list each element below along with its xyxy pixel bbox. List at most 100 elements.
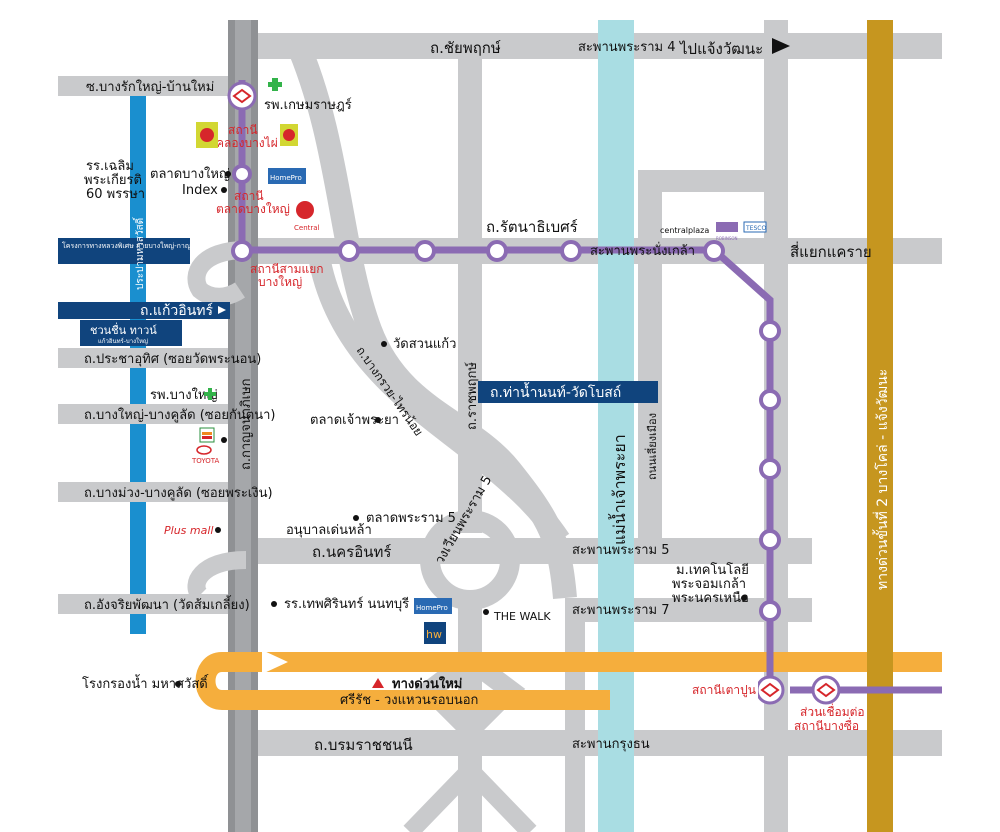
label-kmutnb1: ม.เทคโนโลยี — [676, 562, 749, 578]
banner-tha-nam — [478, 381, 658, 403]
label-station-talad2: ตลาดบางใหญ่ — [216, 202, 290, 216]
point-marker — [175, 681, 181, 687]
label-prachauthit: ถ.ประชาอุทิศ (ซอยวัดพระนอน) — [84, 352, 261, 367]
rama5-roundabout — [420, 510, 520, 610]
svg-text:HomePro: HomePro — [416, 604, 448, 612]
label-rama5-bridge: สะพานพระราม 5 — [572, 543, 669, 558]
point-marker — [215, 527, 221, 533]
label-station-samyaek2: บางใหญ่ — [258, 275, 302, 289]
label-station-khlong2: คลองบางไผ่ — [216, 136, 278, 150]
label-tha-nam: ถ.ท่าน้ำนนท์-วัดโบสถ์ — [490, 382, 621, 401]
label-bang-yai-hospital: รพ.บางใหญ่ — [150, 387, 218, 403]
expressway-new — [195, 652, 942, 710]
label-home-title: ชวนชื่น ทาวน์ — [90, 322, 157, 337]
label-new-expressway-sub: ศรีรัช - วงแหวนรอบนอก — [340, 692, 478, 708]
label-expressway2: ทางด่วนขั้นที่ 2 บางโคล่ - แจ้งวัฒนะ — [872, 369, 891, 590]
label-kmutnb3: พระนครเหนือ — [672, 590, 749, 606]
purple-line-stations — [231, 164, 781, 622]
label-station-taopoon: สถานีเตาปูน — [692, 683, 756, 698]
point-marker — [375, 417, 381, 423]
label-river: แม่น้ำเจ้าพระยา — [608, 434, 629, 545]
plus-mall-logo-icon: Plus mall — [164, 518, 213, 540]
toyota-logo-icon: TOYOTA — [191, 445, 220, 465]
label-bangyai-bangkulad: ถ.บางใหญ่-บางคูลัด (ซอยกันตนา) — [84, 407, 276, 423]
label-chalerm1: รร.เฉลิม — [86, 159, 134, 174]
label-chalerm3: 60 พรรษา — [86, 187, 145, 202]
label-talad-bang-yai: ตลาดบางใหญ่ — [150, 166, 230, 182]
label-krungthon: สะพานกรุงธน — [572, 737, 650, 752]
label-prachanivet: ถนนเลี่ยงเมือง — [644, 413, 659, 480]
label-thepsirin: รร.เทพศิรินทร์ นนทบุรี — [284, 596, 409, 612]
label-rattanathibet: ถ.รัตนาธิเบศร์ — [486, 218, 578, 236]
tesco-logo-icon: TESCO — [743, 221, 767, 233]
robinson-logo-icon: ROBINSON — [716, 222, 738, 241]
svg-text:TOYOTA: TOYOTA — [191, 457, 220, 465]
label-water-plant: โรงกรองน้ำ มหาสวัสดิ์ — [82, 674, 209, 692]
homepro-logo-icon: HomePro — [414, 598, 452, 614]
seven-eleven-icon — [199, 427, 215, 443]
mrt-icon — [755, 675, 785, 705]
label-home-sub: แก้วอินทร์-บางใหญ่ — [98, 337, 148, 345]
big-c-logo-icon — [196, 122, 298, 148]
label-central-plaza: centralplaza — [660, 226, 709, 235]
label-kmutnb2: พระจอมเกล้า — [672, 577, 746, 592]
label-chalerm2: พระเกียรติ — [84, 172, 142, 188]
point-marker — [271, 601, 277, 607]
label-anuban: อนุบาลเด่นหล้า — [286, 523, 372, 538]
label-borommaratchachonnani: ถ.บรมราชชนนี — [314, 736, 413, 754]
label-to-chaengwattana: ไปแจ้งวัฒนะ — [679, 40, 763, 58]
point-marker — [221, 437, 227, 443]
label-station-khlong1: สถานี — [228, 123, 258, 137]
label-station-samyaek1: สถานีสามแยก — [250, 262, 324, 276]
central-logo-icon: Central — [294, 201, 320, 232]
label-kanchanaphisek: ถ.กาญจนาภิเษก — [239, 378, 254, 470]
svg-text:HomePro: HomePro — [270, 174, 302, 182]
point-marker — [225, 171, 231, 177]
homepro-logo-icon: HomePro — [268, 168, 306, 184]
mrt-icon — [811, 675, 841, 705]
label-pracha-canal: ประปามหาสวัสดิ์ — [132, 216, 146, 290]
label-index: Index — [182, 183, 218, 198]
svg-text:TESCO: TESCO — [745, 225, 766, 232]
label-khae-rai: สี่แยกแคราย — [790, 241, 872, 261]
mrt-icon — [227, 81, 257, 111]
label-nangklao: สะพานพระนั่งเกล้า — [590, 242, 695, 259]
green-cross-icon — [268, 78, 282, 91]
hw-logo-icon: hw — [424, 622, 446, 644]
arrow-right-icon — [772, 38, 790, 54]
label-ratchaphruek: ถ.ราชพฤกษ์ — [464, 362, 480, 430]
svg-text:Central: Central — [294, 224, 320, 232]
label-the-walk: THE WALK — [493, 610, 551, 623]
label-bang-sue1: ส่วนเชื่อมต่อ — [800, 703, 865, 719]
green-cross-icon — [204, 388, 216, 400]
chao-phraya-river — [598, 20, 634, 832]
label-talad-rama5: ตลาดพระราม 5 — [366, 511, 456, 526]
point-marker — [221, 187, 227, 193]
svg-text:hw: hw — [426, 628, 442, 641]
expressway-2 — [867, 20, 893, 832]
label-aungchariya: ถ.อังจริยพัฒนา (วัดส้มเกลี้ยง) — [84, 595, 250, 613]
label-wat-suan-kaew: วัดสวนแก้ว — [393, 337, 456, 352]
label-new-expressway: ทางด่วนใหม่ — [392, 675, 462, 692]
label-rama7-bridge: สะพานพระราม 7 — [572, 603, 669, 618]
triangle-marker-icon — [372, 678, 384, 688]
label-rama4-bridge: สะพานพระราม 4 — [578, 40, 675, 55]
point-marker — [483, 609, 489, 615]
label-nakhon-in: ถ.นครอินทร์ — [312, 543, 391, 561]
svg-text:ROBINSON: ROBINSON — [716, 236, 738, 241]
label-kasemrad: รพ.เกษมราษฎร์ — [264, 97, 352, 113]
label-bangmuang-bangkulad: ถ.บางม่วง-บางคูลัด (ซอยพระเงิน) — [84, 486, 273, 501]
banner-canal-project — [58, 238, 190, 264]
point-marker — [381, 341, 387, 347]
label-talad-chao-phraya: ตลาดเจ้าพระยา — [310, 413, 399, 428]
svg-text:Plus mall: Plus mall — [164, 524, 213, 537]
label-canal-project: โครงการทางหลวงพิเศษ สายบางใหญ่-กาญจนบุรี — [62, 241, 208, 250]
banner-home — [80, 320, 182, 346]
banner-kaewin — [58, 302, 230, 319]
label-station-talad1: สถานี — [234, 189, 264, 203]
point-marker — [353, 515, 359, 521]
label-soi-bang-rak: ซ.บางรักใหญ่-บ้านใหม่ — [86, 79, 214, 95]
point-marker — [741, 595, 747, 601]
label-bang-sue2: สถานีบางซื่อ — [794, 717, 859, 733]
